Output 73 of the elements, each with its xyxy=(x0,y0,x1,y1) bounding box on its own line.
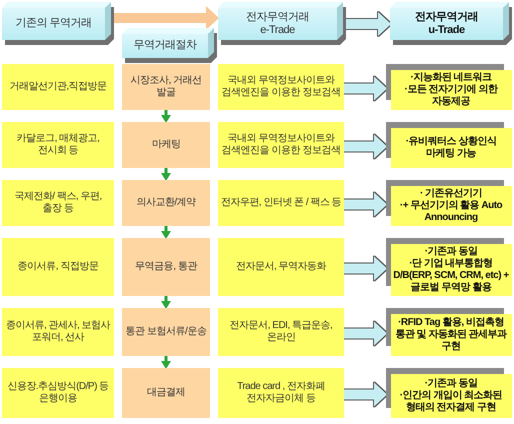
box-label: ·지능화된 네트워크 xyxy=(410,72,492,84)
box-label: 전자문서, EDI, 특급운송, 온라인 xyxy=(228,320,334,344)
process-box xyxy=(122,122,210,168)
box-label: 카달로그, 매체광고, 전시회 등 xyxy=(16,133,100,157)
feature-box xyxy=(386,308,512,356)
block-arrow xyxy=(344,256,387,280)
arrow xyxy=(161,296,171,309)
box-label: ·+ 무선기기의 활용 Auto Announcing xyxy=(398,200,504,224)
box-label: ·단 기업 내부통합형 D/B(ERP, SCM, CRM, etc) + 글로벌 무역망 활용 xyxy=(393,258,509,294)
box-label: 국제전화/ 팩스, 우편, 출장 등 xyxy=(13,191,103,215)
box-label: 기존의 무역거래 xyxy=(15,17,92,31)
box-label: 통관 보험서류/운송 xyxy=(126,326,206,338)
method-box xyxy=(218,122,344,168)
box-label: ·기존과 동일 xyxy=(424,378,478,390)
box-label: 종이서류, 관세사, 보험사 포워더, 선사 xyxy=(5,320,111,344)
process-box xyxy=(122,180,210,226)
arrow xyxy=(161,168,171,181)
method-box xyxy=(218,64,344,110)
box-label: 시장조사, 거래선 발굴 xyxy=(129,75,203,99)
box-label: 대금결제 xyxy=(147,387,185,399)
block-arrow xyxy=(346,12,391,36)
box-label: ·RFID Tag 활용, 비접촉형 통관 및 자동화된 관세부과 구현 xyxy=(394,317,508,353)
header-box xyxy=(390,2,512,45)
arrow xyxy=(161,110,171,123)
method-box xyxy=(2,368,114,418)
block-arrow xyxy=(344,322,387,346)
box-label: · 기존유선기기 xyxy=(420,188,482,200)
feature-box xyxy=(386,122,512,168)
method-box xyxy=(2,308,114,356)
header-box xyxy=(218,2,346,45)
box-label: 신용장.추심방식(D/P) 등 은행이용 xyxy=(6,381,110,405)
block-arrow xyxy=(344,76,387,100)
box-label: 의사교환/계약 xyxy=(136,197,196,209)
box-label: ·인간의 개입이 최소화된 형태의 전자결제 구현 xyxy=(398,390,504,414)
box-label: 종이서류, 직접방문 xyxy=(18,261,98,273)
header-box xyxy=(122,28,217,63)
block-arrow xyxy=(344,134,387,158)
arrow xyxy=(161,356,171,369)
header-box xyxy=(2,2,114,45)
box-label: 국내외 무역정보사이트와 검색엔진을 이용한 정보검색 xyxy=(220,133,342,157)
box-label: 전자문서, 무역자동화 xyxy=(236,261,326,273)
feature-box xyxy=(386,368,512,418)
process-box xyxy=(122,238,210,296)
box-label: ·기존과 동일 xyxy=(424,246,478,258)
block-arrow xyxy=(114,6,219,30)
box-label: 마케팅 xyxy=(152,139,180,151)
box-label: 전자무역거래 e-Trade xyxy=(245,10,310,38)
feature-box xyxy=(386,238,512,296)
feature-box xyxy=(386,180,512,226)
method-box xyxy=(2,180,114,226)
method-box xyxy=(218,368,344,418)
box-label: ·모든 전자기기에 의한 자동제공 xyxy=(404,84,499,108)
method-box xyxy=(218,238,344,296)
method-box xyxy=(218,180,344,226)
method-box xyxy=(218,308,344,356)
box-label: ·유비쿼터스 상황인식 마케팅 가능 xyxy=(404,136,498,160)
box-label: 무역금융, 통관 xyxy=(135,261,197,273)
method-box xyxy=(2,238,114,296)
process-box xyxy=(122,368,210,418)
box-label: 전자무역거래 u-Trade xyxy=(414,10,479,38)
box-label: 전자우편, 인터넷 폰 / 팩스 등 xyxy=(220,197,342,209)
box-label: 국내외 무역정보사이트와 검색엔진을 이용한 정보검색 xyxy=(220,75,342,99)
method-box xyxy=(2,64,114,110)
box-label: 거래알선기관,직접방문 xyxy=(9,81,107,93)
process-box xyxy=(122,64,210,110)
block-arrow xyxy=(344,382,387,406)
arrow xyxy=(161,226,171,239)
box-label: 무역거래절차 xyxy=(134,39,196,53)
feature-box xyxy=(386,64,512,110)
process-box xyxy=(122,308,210,356)
box-label: Trade card , 전자화폐 전자자금이체 등 xyxy=(236,381,326,405)
method-box xyxy=(2,122,114,168)
block-arrow xyxy=(344,192,387,216)
